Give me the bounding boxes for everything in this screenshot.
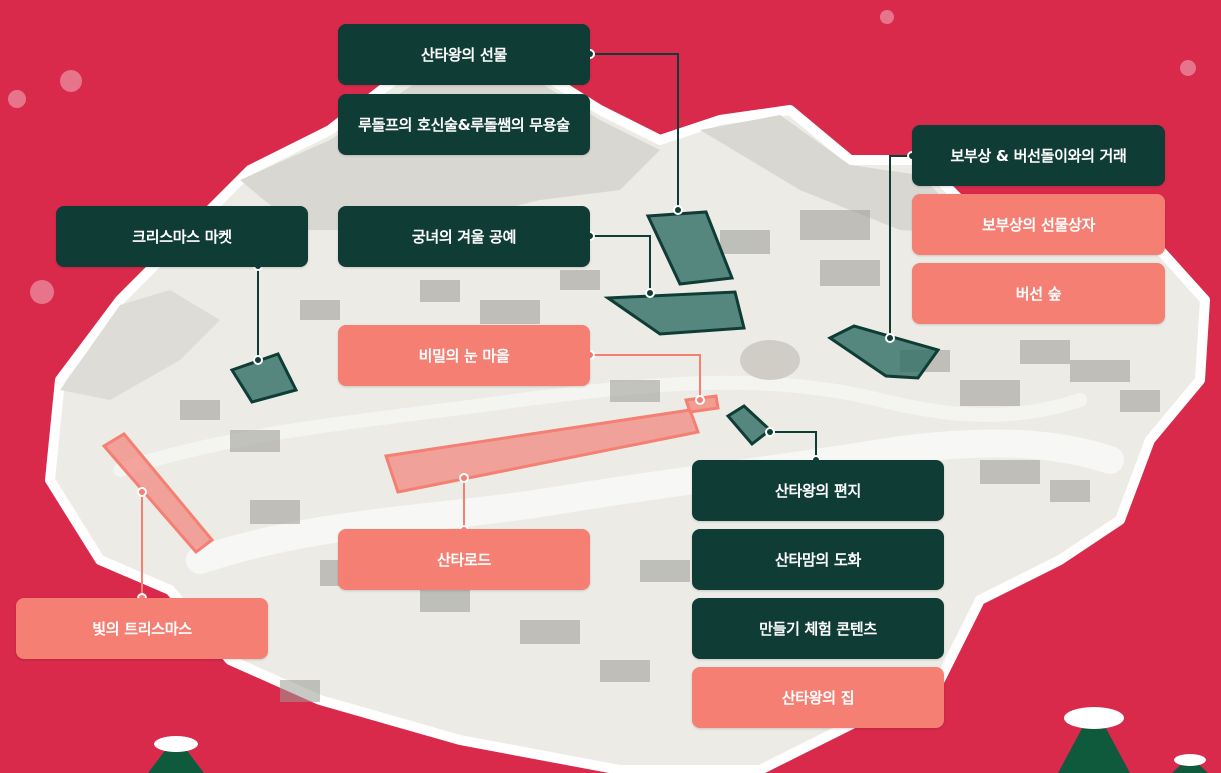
connector-secret-village (590, 354, 701, 400)
label-beoseon-forest[interactable]: 버선 숲 (912, 263, 1165, 324)
connector-dot (885, 333, 895, 343)
connector-dot (459, 473, 469, 483)
pine-tree-icon (148, 736, 204, 773)
snowflake-decor (30, 280, 54, 304)
zone-santa-road[interactable] (384, 408, 701, 494)
connector-dot (695, 395, 705, 405)
label-santa-mom-painting[interactable]: 산타맘의 도화 (692, 529, 944, 590)
label-santa-letter[interactable]: 산타왕의 편지 (692, 460, 944, 521)
pine-tree-icon (1172, 754, 1208, 773)
pine-tree-icon (1058, 706, 1130, 773)
connector-dot (765, 427, 775, 437)
label-rudolph[interactable]: 루돌프의 호신술&루돌쌤의 무용술 (338, 94, 590, 155)
zone-palace-craft[interactable] (603, 290, 746, 336)
snowflake-decor (1180, 60, 1196, 76)
snowflake-decor (880, 10, 894, 24)
connector-santa-letter (770, 431, 817, 460)
zone-peddler[interactable] (827, 324, 941, 380)
zone-light-christmas[interactable] (101, 432, 215, 555)
snowflake-decor (60, 70, 82, 92)
map-mountains (700, 115, 980, 235)
label-making-content[interactable]: 만들기 체험 콘텐츠 (692, 598, 944, 659)
label-light-christmas[interactable]: 빛의 트리스마스 (16, 598, 268, 659)
connector-dot (673, 205, 683, 215)
label-santa-king-house[interactable]: 산타왕의 집 (692, 667, 944, 728)
connector-dot (645, 288, 655, 298)
connector-lines (141, 53, 912, 598)
zone-santa-king-gift[interactable] (645, 210, 735, 286)
connector-dot (137, 487, 147, 497)
connector-peddler (889, 155, 912, 338)
connector-dot (253, 355, 263, 365)
label-peddler-trade[interactable]: 보부상 & 버선돌이와의 거래 (912, 125, 1165, 186)
map-river (186, 429, 1124, 574)
label-palace-craft[interactable]: 궁녀의 겨울 공예 (338, 206, 590, 267)
map-mountains (60, 290, 220, 400)
label-santa-king-gift[interactable]: 산타왕의 선물 (338, 24, 590, 85)
snowflake-decor (8, 90, 26, 108)
map-plaza (740, 340, 800, 380)
connector-palace-craft (590, 235, 651, 293)
label-peddler-gift-box[interactable]: 보부상의 선물상자 (912, 194, 1165, 255)
label-santa-road[interactable]: 산타로드 (338, 529, 590, 590)
label-christmas-market[interactable]: 크리스마스 마켓 (56, 206, 308, 267)
label-secret-snow-village[interactable]: 비밀의 눈 마을 (338, 325, 590, 386)
connector-santa-king-gift (590, 53, 679, 210)
